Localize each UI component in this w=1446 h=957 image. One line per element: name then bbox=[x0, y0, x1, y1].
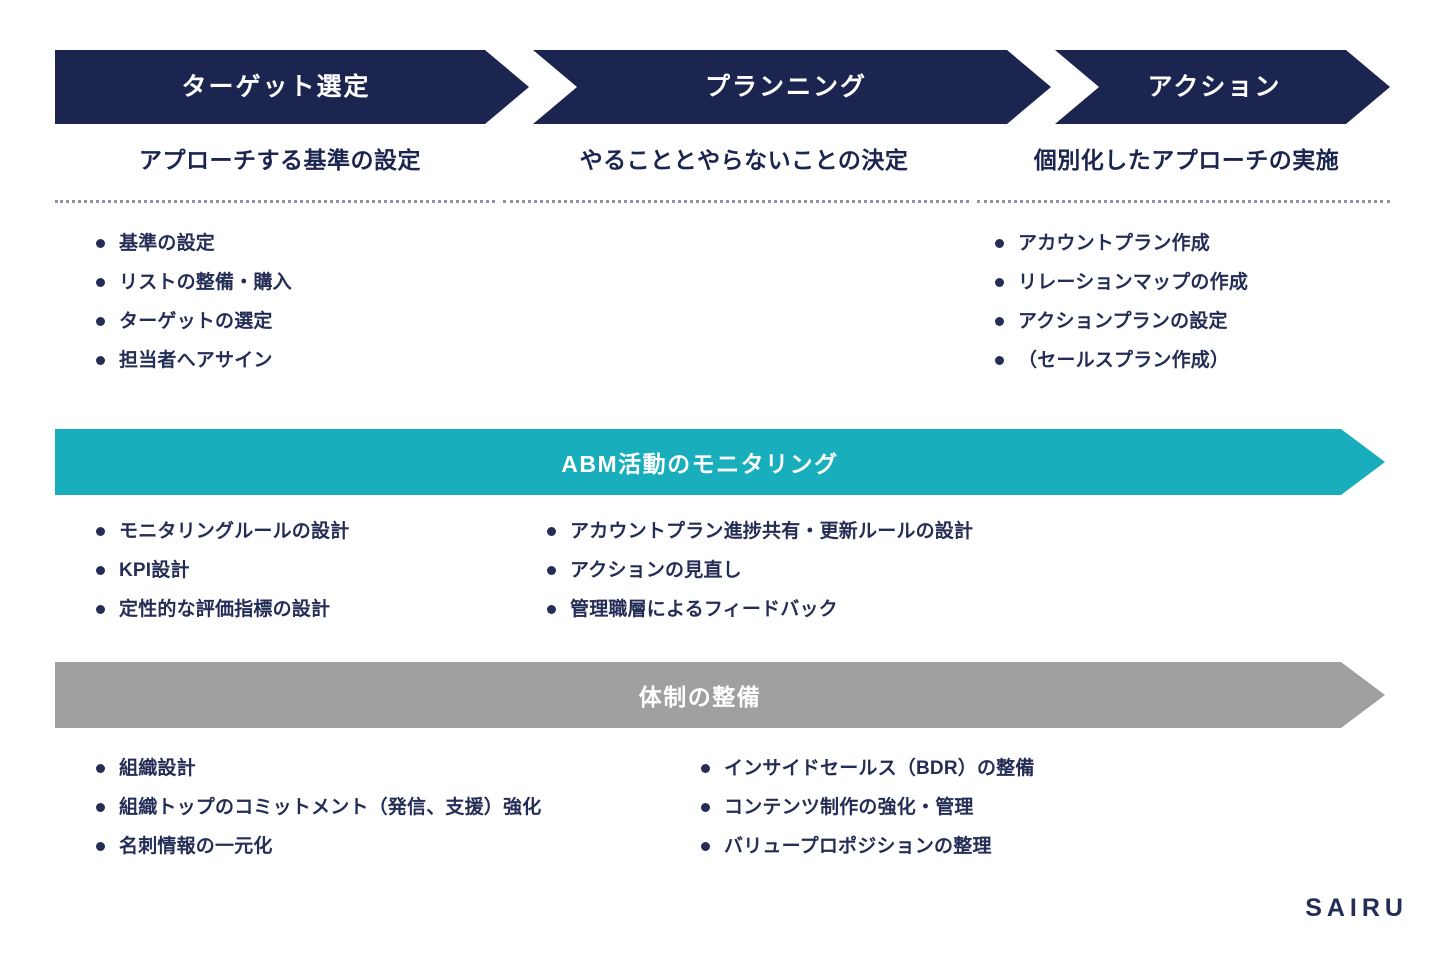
bullet-dot-icon bbox=[995, 356, 1004, 365]
bullet-dot-icon bbox=[96, 356, 105, 365]
phase-header-bar: ターゲット選定 プランニング アクション bbox=[55, 50, 1390, 124]
phase-subtitle-2: やることとやらないことの決定 bbox=[579, 147, 909, 173]
list-item: 管理職層によるフィードバック bbox=[547, 590, 1405, 629]
list-item: 基準の設定 bbox=[96, 224, 505, 263]
list-item-label: ターゲットの選定 bbox=[119, 311, 273, 332]
list-item: モニタリングルールの設計 bbox=[96, 512, 505, 551]
list-item-label: 管理職層によるフィードバック bbox=[570, 599, 838, 620]
list-item-label: リストの整備・購入 bbox=[119, 272, 292, 293]
monitoring-bullets-left: モニタリングルールの設計 KPI設計 定性的な評価指標の設計 bbox=[55, 512, 505, 629]
sairu-logo: SAIRU bbox=[1305, 894, 1408, 922]
list-item-label: コンテンツ制作の強化・管理 bbox=[724, 797, 974, 818]
bullet-dot-icon bbox=[995, 239, 1004, 248]
list-item-label: 担当者へアサイン bbox=[119, 350, 273, 371]
phase-bullet-columns: 基準の設定 リストの整備・購入 ターゲットの選定 担当者へアサイン アカウントプ… bbox=[55, 224, 1445, 380]
list-item-label: アクションの見直し bbox=[570, 560, 742, 581]
dotted-divider-segment-1 bbox=[55, 200, 495, 206]
list-item: インサイドセールス（BDR）の整備 bbox=[701, 749, 1360, 788]
structure-bullet-columns: 組織設計 組織トップのコミットメント（発信、支援）強化 名刺情報の一元化 インサ… bbox=[55, 749, 1445, 866]
list-item: リストの整備・購入 bbox=[96, 263, 505, 302]
structure-banner-label: 体制の整備 bbox=[638, 684, 762, 710]
list-item-label: KPI設計 bbox=[119, 560, 190, 581]
phase-subtitle-row: アプローチする基準の設定 やることとやらないことの決定 個別化したアプローチの実… bbox=[55, 138, 1390, 182]
monitoring-bullet-columns: モニタリングルールの設計 KPI設計 定性的な評価指標の設計 アカウントプラン進… bbox=[55, 512, 1445, 629]
structure-bullets-right: インサイドセールス（BDR）の整備 コンテンツ制作の強化・管理 バリュープロポジ… bbox=[660, 749, 1360, 866]
list-item-label: アクションプランの設定 bbox=[1018, 311, 1228, 332]
monitoring-banner-label: ABM活動のモニタリング bbox=[561, 451, 839, 477]
bullet-dot-icon bbox=[96, 842, 105, 851]
list-item-label: 組織トップのコミットメント（発信、支援）強化 bbox=[119, 797, 542, 818]
bullet-dot-icon bbox=[96, 278, 105, 287]
phase-bullets-3: 接点をつくるアクション 接点を広げるアクション 接点を深めるアクション 提案 bbox=[955, 224, 1405, 380]
phase-bullets-2: アカウントプラン作成 リレーションマップの作成 アクションプランの設定 （セール… bbox=[505, 224, 1248, 380]
bullet-dot-icon bbox=[96, 239, 105, 248]
phase-title-1: ターゲット選定 bbox=[181, 72, 371, 101]
list-item-label: 名刺情報の一元化 bbox=[119, 836, 273, 857]
structure-banner: 体制の整備 bbox=[55, 662, 1385, 728]
list-item-label: 基準の設定 bbox=[119, 233, 216, 254]
list-item-label: （セールスプラン作成） bbox=[1018, 350, 1230, 371]
phase-arrow-planning: プランニング bbox=[533, 50, 1051, 124]
dotted-divider-segment-3 bbox=[977, 200, 1390, 206]
bullet-dot-icon bbox=[96, 803, 105, 812]
bullet-dot-icon bbox=[96, 764, 105, 773]
list-item-label: インサイドセールス（BDR）の整備 bbox=[724, 758, 1035, 779]
phase-arrow-target-selection: ターゲット選定 bbox=[55, 50, 529, 124]
list-item: アカウントプラン進捗共有・更新ルールの設計 bbox=[547, 512, 1405, 551]
bullet-dot-icon bbox=[995, 317, 1004, 326]
bullet-dot-icon bbox=[547, 566, 556, 575]
bullet-dot-icon bbox=[96, 527, 105, 536]
monitoring-banner: ABM活動のモニタリング bbox=[55, 429, 1385, 495]
bullet-dot-icon bbox=[96, 566, 105, 575]
dotted-divider bbox=[55, 200, 1390, 203]
bullet-dot-icon bbox=[995, 278, 1004, 287]
list-item-label: リレーションマップの作成 bbox=[1018, 272, 1249, 293]
list-item: 名刺情報の一元化 bbox=[96, 827, 660, 866]
dotted-divider-segment-2 bbox=[503, 200, 969, 206]
bullet-dot-icon bbox=[96, 605, 105, 614]
list-item-label: アカウントプラン作成 bbox=[1018, 233, 1211, 254]
phase-bullets-1: 基準の設定 リストの整備・購入 ターゲットの選定 担当者へアサイン bbox=[55, 224, 505, 380]
monitoring-bullets-right: アカウントプラン進捗共有・更新ルールの設計 アクションの見直し 管理職層によるフ… bbox=[505, 512, 1405, 629]
list-item: 担当者へアサイン bbox=[96, 341, 505, 380]
list-item: 定性的な評価指標の設計 bbox=[96, 590, 505, 629]
list-item-label: 組織設計 bbox=[119, 758, 196, 779]
phase-subtitle-1: アプローチする基準の設定 bbox=[139, 147, 421, 173]
list-item-label: モニタリングルールの設計 bbox=[119, 521, 350, 542]
list-item-label: アカウントプラン進捗共有・更新ルールの設計 bbox=[570, 521, 974, 542]
list-item-label: バリュープロポジションの整理 bbox=[724, 836, 992, 857]
phase-subtitle-3: 個別化したアプローチの実施 bbox=[1033, 147, 1340, 173]
phase-title-3: アクション bbox=[1147, 72, 1282, 101]
bullet-dot-icon bbox=[547, 605, 556, 614]
phase-title-2: プランニング bbox=[704, 72, 867, 101]
list-item: アクションの見直し bbox=[547, 551, 1405, 590]
list-item: KPI設計 bbox=[96, 551, 505, 590]
phase-arrow-action: アクション bbox=[1055, 50, 1390, 124]
list-item-label: 定性的な評価指標の設計 bbox=[119, 599, 331, 620]
list-item: ターゲットの選定 bbox=[96, 302, 505, 341]
list-item: 組織設計 bbox=[96, 749, 660, 788]
list-item: 組織トップのコミットメント（発信、支援）強化 bbox=[96, 788, 660, 827]
bullet-dot-icon bbox=[96, 317, 105, 326]
bullet-dot-icon bbox=[547, 527, 556, 536]
bullet-dot-icon bbox=[701, 803, 710, 812]
list-item: バリュープロポジションの整理 bbox=[701, 827, 1360, 866]
list-item: コンテンツ制作の強化・管理 bbox=[701, 788, 1360, 827]
structure-bullets-left: 組織設計 組織トップのコミットメント（発信、支援）強化 名刺情報の一元化 bbox=[55, 749, 660, 866]
bullet-dot-icon bbox=[701, 842, 710, 851]
bullet-dot-icon bbox=[701, 764, 710, 773]
